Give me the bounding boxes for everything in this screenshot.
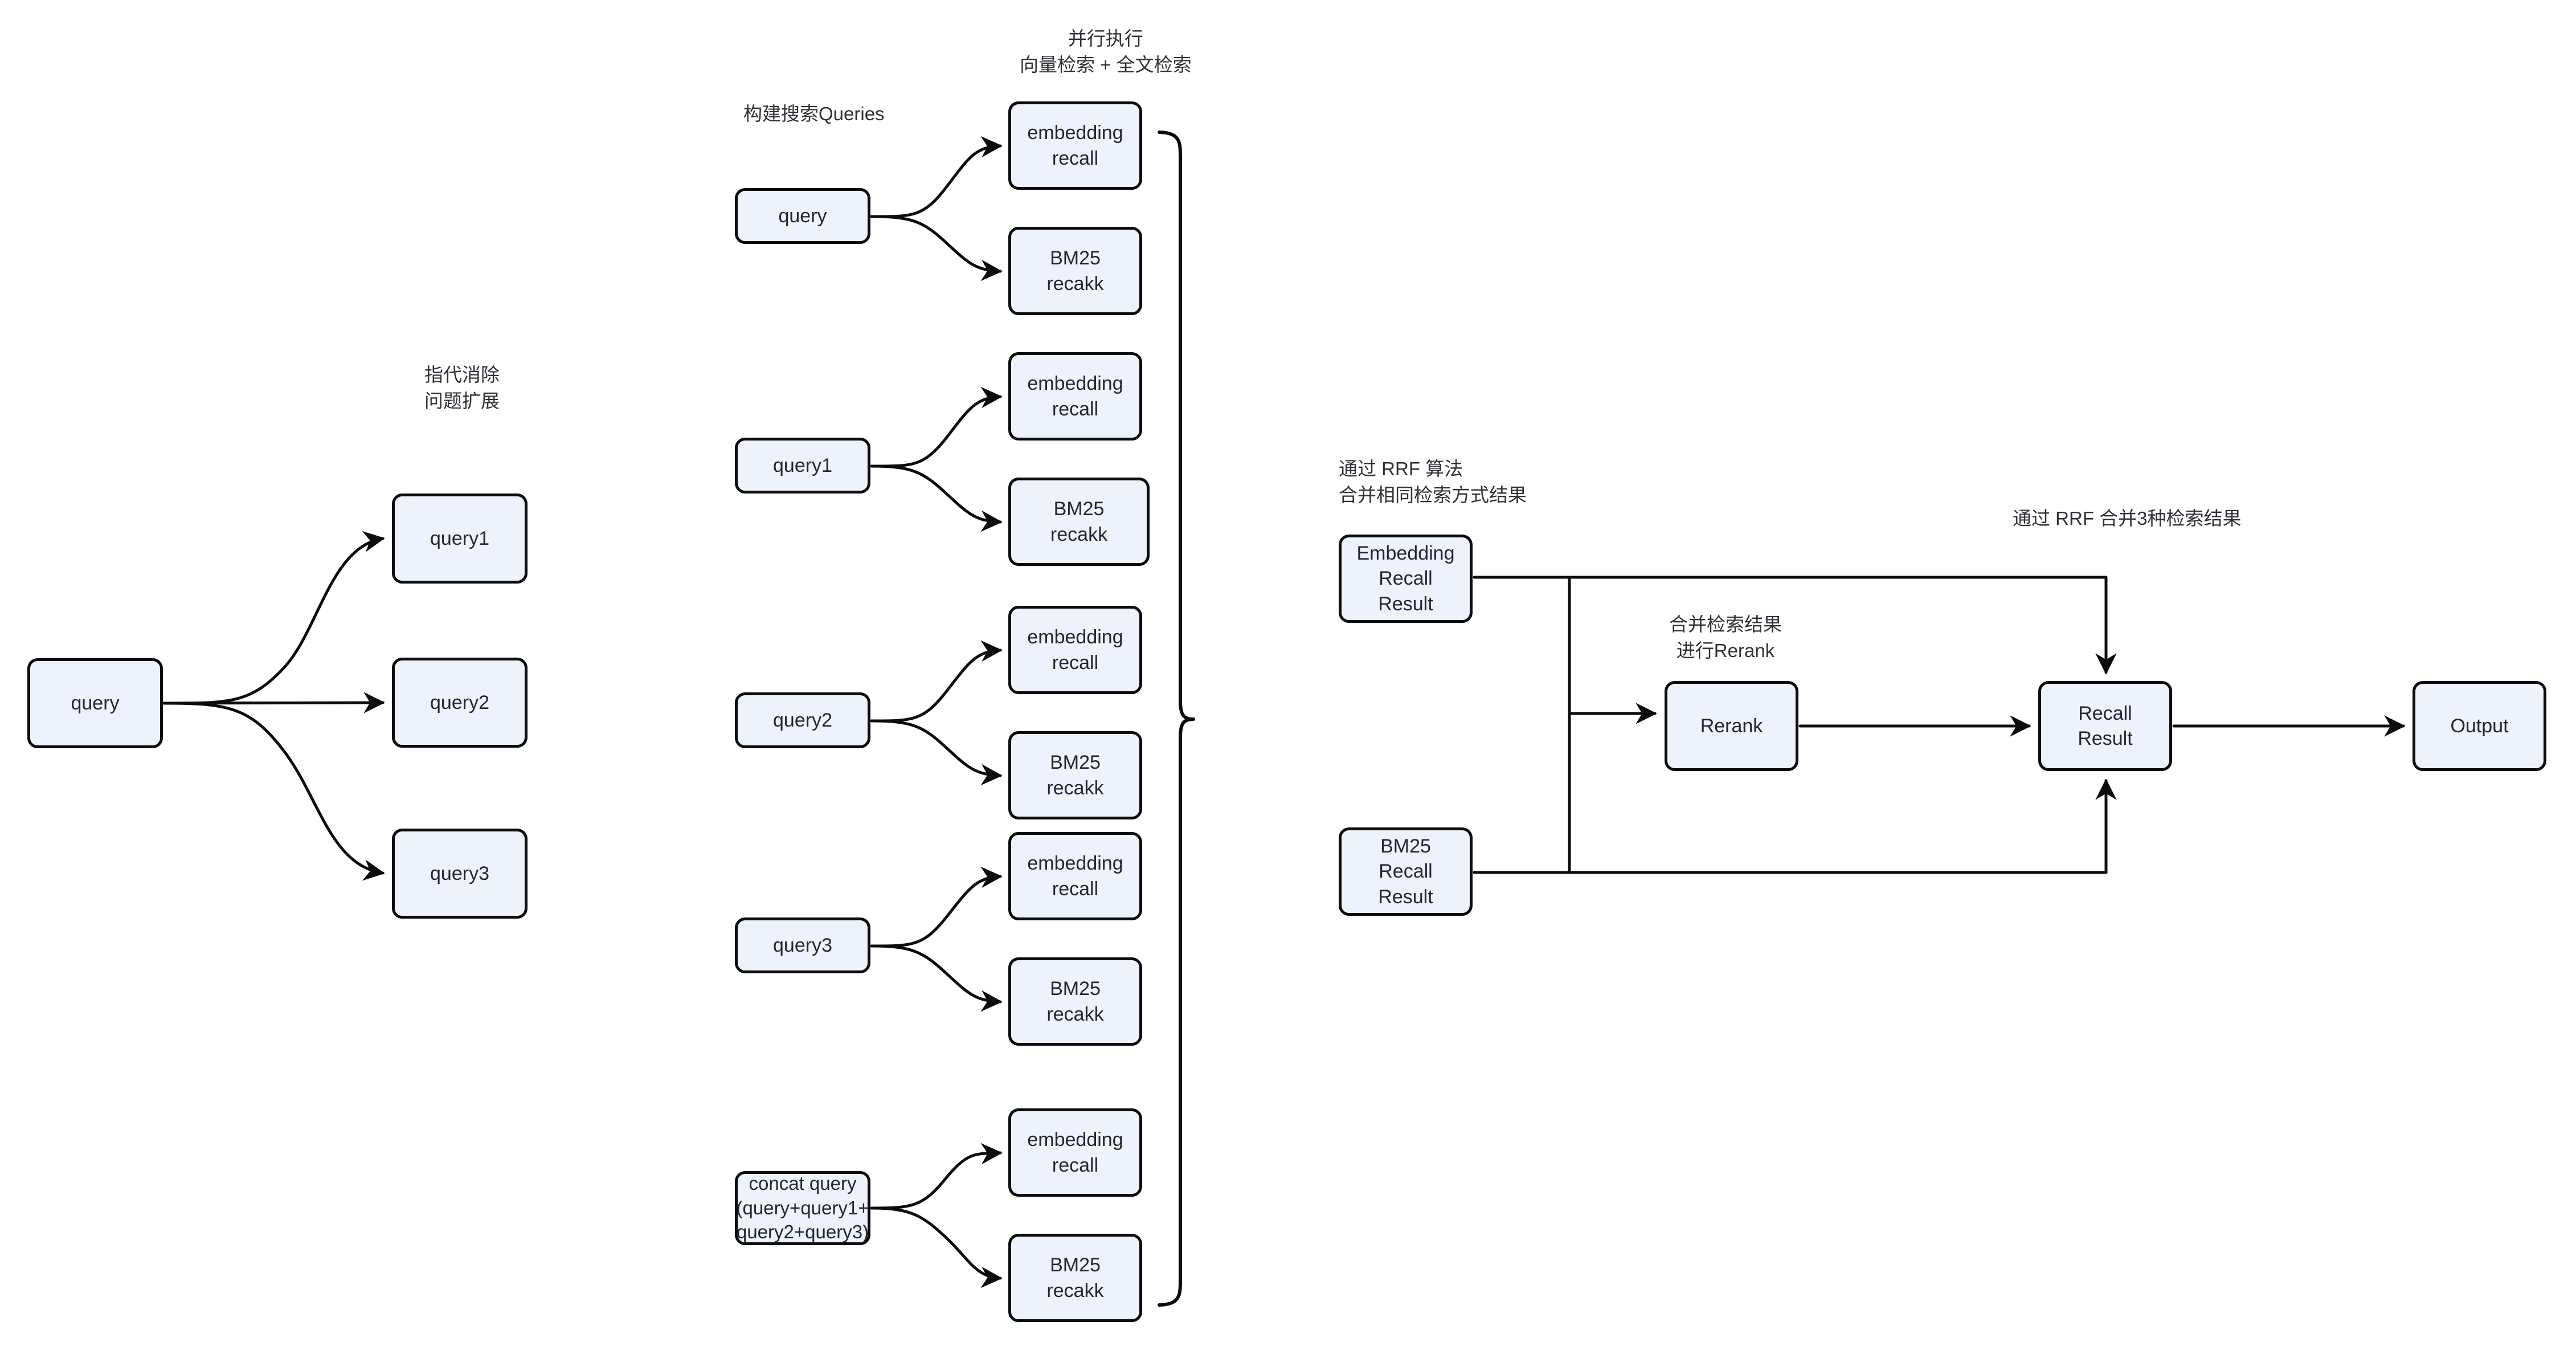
- edge-concat-to-embedding-5: [870, 1143, 1003, 1210]
- note-query-expansion: 指代消除 问题扩展: [424, 364, 500, 411]
- node-bm25-recakk-1[interactable]: BM25 recakk: [1008, 227, 1142, 315]
- node-embedding-recall-3[interactable]: embedding recall: [1008, 606, 1142, 694]
- edge-query2-mid-to-bm25-3: [870, 719, 1003, 786]
- node-embedding-recall-1[interactable]: embedding recall: [1008, 101, 1142, 190]
- edge-query-mid-to-bm25-1: [870, 215, 1003, 282]
- note-rrf-merge-same: 通过 RRF 算法 合并相同检索方式结果: [1339, 458, 1527, 505]
- edge-query3-mid-to-bm25-4: [870, 944, 1003, 1012]
- node-query3-left[interactable]: query3: [392, 829, 528, 919]
- node-bm25-recakk-3[interactable]: BM25 recakk: [1008, 731, 1142, 819]
- edge-query2-mid-to-embedding-3: [870, 640, 1003, 723]
- node-output[interactable]: Output: [2413, 681, 2546, 771]
- node-embedding-recall-result[interactable]: Embedding Recall Result: [1339, 535, 1473, 623]
- node-rerank[interactable]: Rerank: [1665, 681, 1798, 771]
- node-embedding-recall-5[interactable]: embedding recall: [1008, 1108, 1142, 1197]
- node-embedding-recall-2[interactable]: embedding recall: [1008, 352, 1142, 441]
- node-recall-result[interactable]: Recall Result: [2038, 681, 2172, 771]
- note-rrf-merge-three: 通过 RRF 合并3种检索结果: [2013, 508, 2242, 529]
- node-query-mid[interactable]: query: [735, 188, 870, 244]
- node-query1-mid[interactable]: query1: [735, 438, 870, 494]
- node-query-root[interactable]: query: [27, 658, 163, 748]
- node-bm25-recall-result[interactable]: BM25 Recall Result: [1339, 827, 1473, 916]
- edge-query3-mid-to-embedding-4: [870, 866, 1003, 948]
- node-query2-mid[interactable]: query2: [735, 692, 870, 748]
- node-bm25-recakk-5[interactable]: BM25 recakk: [1008, 1234, 1142, 1322]
- node-query2-left[interactable]: query2: [392, 658, 528, 748]
- node-embedding-recall-4[interactable]: embedding recall: [1008, 832, 1142, 920]
- node-query3-mid[interactable]: query3: [735, 917, 870, 973]
- edge-query1-mid-to-bm25-2: [870, 464, 1003, 532]
- edge-query-to-query3: [162, 702, 385, 881]
- edge-query-mid-to-embedding-1: [870, 136, 1003, 218]
- node-concat-query[interactable]: concat query (query+query1+ query2+query…: [735, 1171, 870, 1245]
- note-build-queries: 构建搜索Queries: [743, 103, 885, 124]
- group-brace-icon: [1158, 130, 1195, 1307]
- edge-concat-to-bm25-5: [870, 1206, 1003, 1288]
- node-query1-left[interactable]: query1: [392, 494, 528, 584]
- node-bm25-recakk-2[interactable]: BM25 recakk: [1008, 478, 1150, 566]
- note-parallel-exec: 并行执行 向量检索 + 全文检索: [1020, 28, 1192, 75]
- edge-query1-mid-to-embedding-2: [870, 386, 1003, 468]
- edge-query-to-query1: [162, 531, 385, 705]
- node-bm25-recakk-4[interactable]: BM25 recakk: [1008, 957, 1142, 1046]
- note-merge-rerank: 合并检索结果 进行Rerank: [1669, 614, 1782, 661]
